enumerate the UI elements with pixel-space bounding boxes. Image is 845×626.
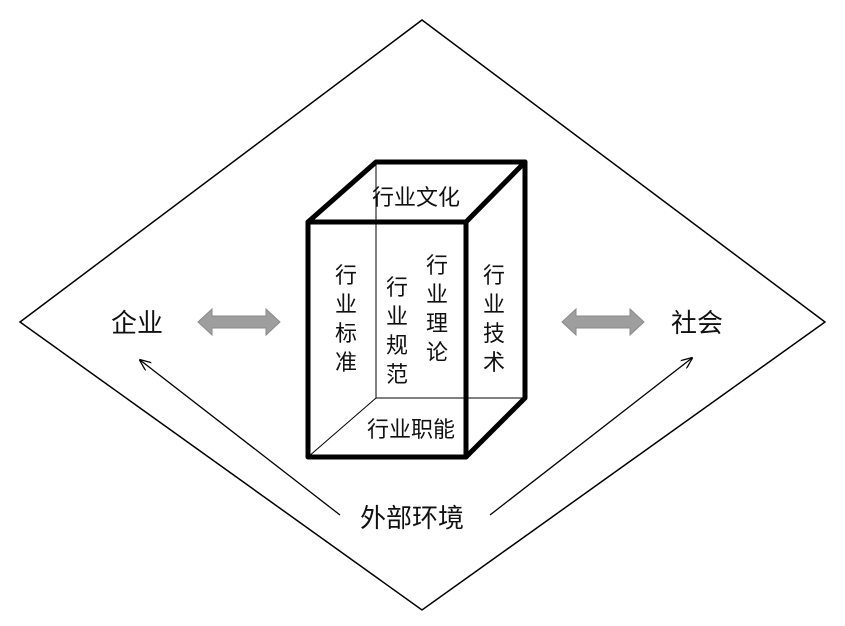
enterprise-label: 企业 [111,309,163,339]
arrow-to-enterprise [140,360,341,516]
box-top-face-label: 行业文化 [372,186,460,211]
box-hidden-edges [307,162,525,458]
box-right-face-label: 行业技术 [483,264,505,376]
society-label: 社会 [671,309,723,339]
right-double-arrow [561,307,645,337]
box-bottom-face-label: 行业职能 [367,418,455,443]
box-visible-edges [305,159,528,460]
box-left-face-label: 行业标准 [335,264,357,376]
external-environment-label: 外部环境 [360,504,464,534]
outer-diamond [18,19,827,611]
box-front-face-label: 行业理论 [426,254,448,366]
arrow-to-society [489,358,692,516]
box-back-face-label: 行业规范 [386,276,408,388]
left-double-arrow [197,307,281,337]
